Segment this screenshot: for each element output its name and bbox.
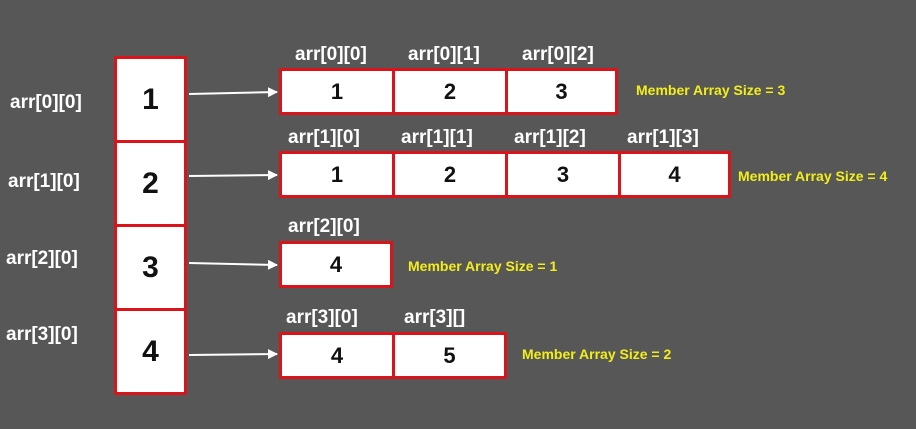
member-1-index-label-3: arr[1][3]: [627, 127, 699, 148]
main-array-cell-3: 4: [114, 308, 187, 395]
member-1-index-label-2: arr[1][2]: [514, 127, 586, 148]
member-2-index-label-0: arr[2][0]: [288, 216, 360, 237]
member-0-index-label-0: arr[0][0]: [295, 44, 367, 65]
member-0-cell-0: 1: [279, 68, 395, 115]
member-0-index-label-1: arr[0][1]: [408, 44, 480, 65]
member-2-cell-0: 4: [279, 241, 393, 288]
member-1-size-note: Member Array Size = 4: [738, 168, 888, 184]
row-label-3: arr[3][0]: [6, 324, 78, 345]
main-array-cell-0: 1: [114, 56, 187, 143]
member-3-cell-0: 4: [279, 332, 395, 379]
row-label-0: arr[0][0]: [10, 92, 82, 113]
member-3-index-label-1: arr[3][]: [404, 307, 466, 328]
member-2-size-note: Member Array Size = 1: [408, 258, 558, 274]
member-0-cell-1: 2: [392, 68, 508, 115]
arrow-row-2: [188, 259, 278, 270]
member-1-cell-1: 2: [392, 151, 508, 198]
member-1-cell-0: 1: [279, 151, 395, 198]
member-0-index-label-2: arr[0][2]: [522, 44, 594, 65]
member-3-index-label-0: arr[3][0]: [286, 307, 358, 328]
row-label-2: arr[2][0]: [6, 248, 78, 269]
member-1-index-label-1: arr[1][1]: [401, 127, 473, 148]
member-1-cell-3: 4: [618, 151, 731, 198]
member-1-cell-2: 3: [505, 151, 621, 198]
member-1-index-label-0: arr[1][0]: [288, 127, 360, 148]
member-3-cell-1: 5: [392, 332, 507, 379]
main-array-cell-2: 3: [114, 224, 187, 311]
arrow-row-1: [188, 170, 278, 181]
member-3-size-note: Member Array Size = 2: [522, 346, 672, 362]
member-0-cell-2: 3: [505, 68, 618, 115]
arrow-row-0: [188, 87, 278, 98]
member-0-size-note: Member Array Size = 3: [636, 82, 786, 98]
row-label-1: arr[1][0]: [8, 171, 80, 192]
arrow-row-3: [188, 349, 278, 360]
